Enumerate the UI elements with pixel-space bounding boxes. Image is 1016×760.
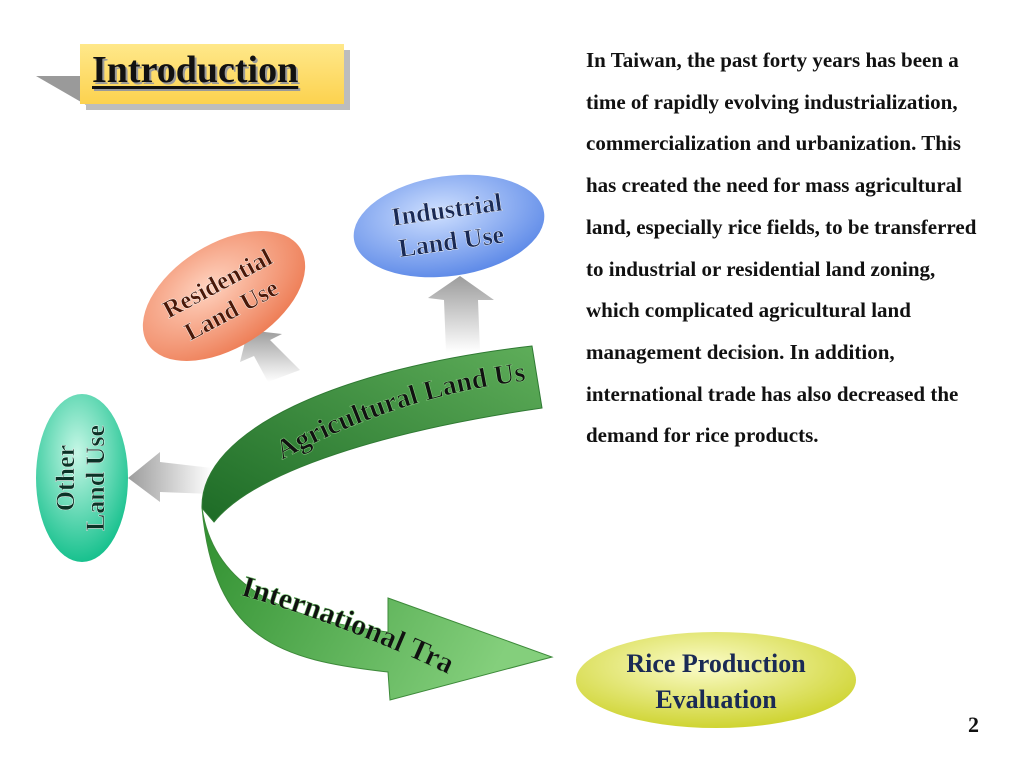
title-box: Introduction <box>80 44 344 104</box>
industrial-land-use-node: Industrial Land Use <box>353 174 545 278</box>
residential-land-use-node: Residential Land Use <box>142 231 306 361</box>
intro-paragraph: In Taiwan, the past forty years has been… <box>586 48 977 448</box>
arrow-to-other <box>128 452 212 502</box>
title-tab-shadow <box>36 76 96 106</box>
arrow-to-residential <box>240 330 300 382</box>
page-number: 2 <box>968 712 979 737</box>
other-label-line2: Land Use <box>81 425 110 531</box>
rice-label-line1: Rice Production <box>626 649 806 678</box>
rice-label-line2: Evaluation <box>655 685 777 714</box>
slide-title: Introduction <box>92 49 299 91</box>
rice-production-evaluation-node: Rice Production Evaluation <box>576 632 856 728</box>
other-land-use-node: Other Land Use <box>36 394 128 562</box>
other-label-line1: Other <box>51 445 80 511</box>
arrow-to-industrial <box>428 276 494 352</box>
